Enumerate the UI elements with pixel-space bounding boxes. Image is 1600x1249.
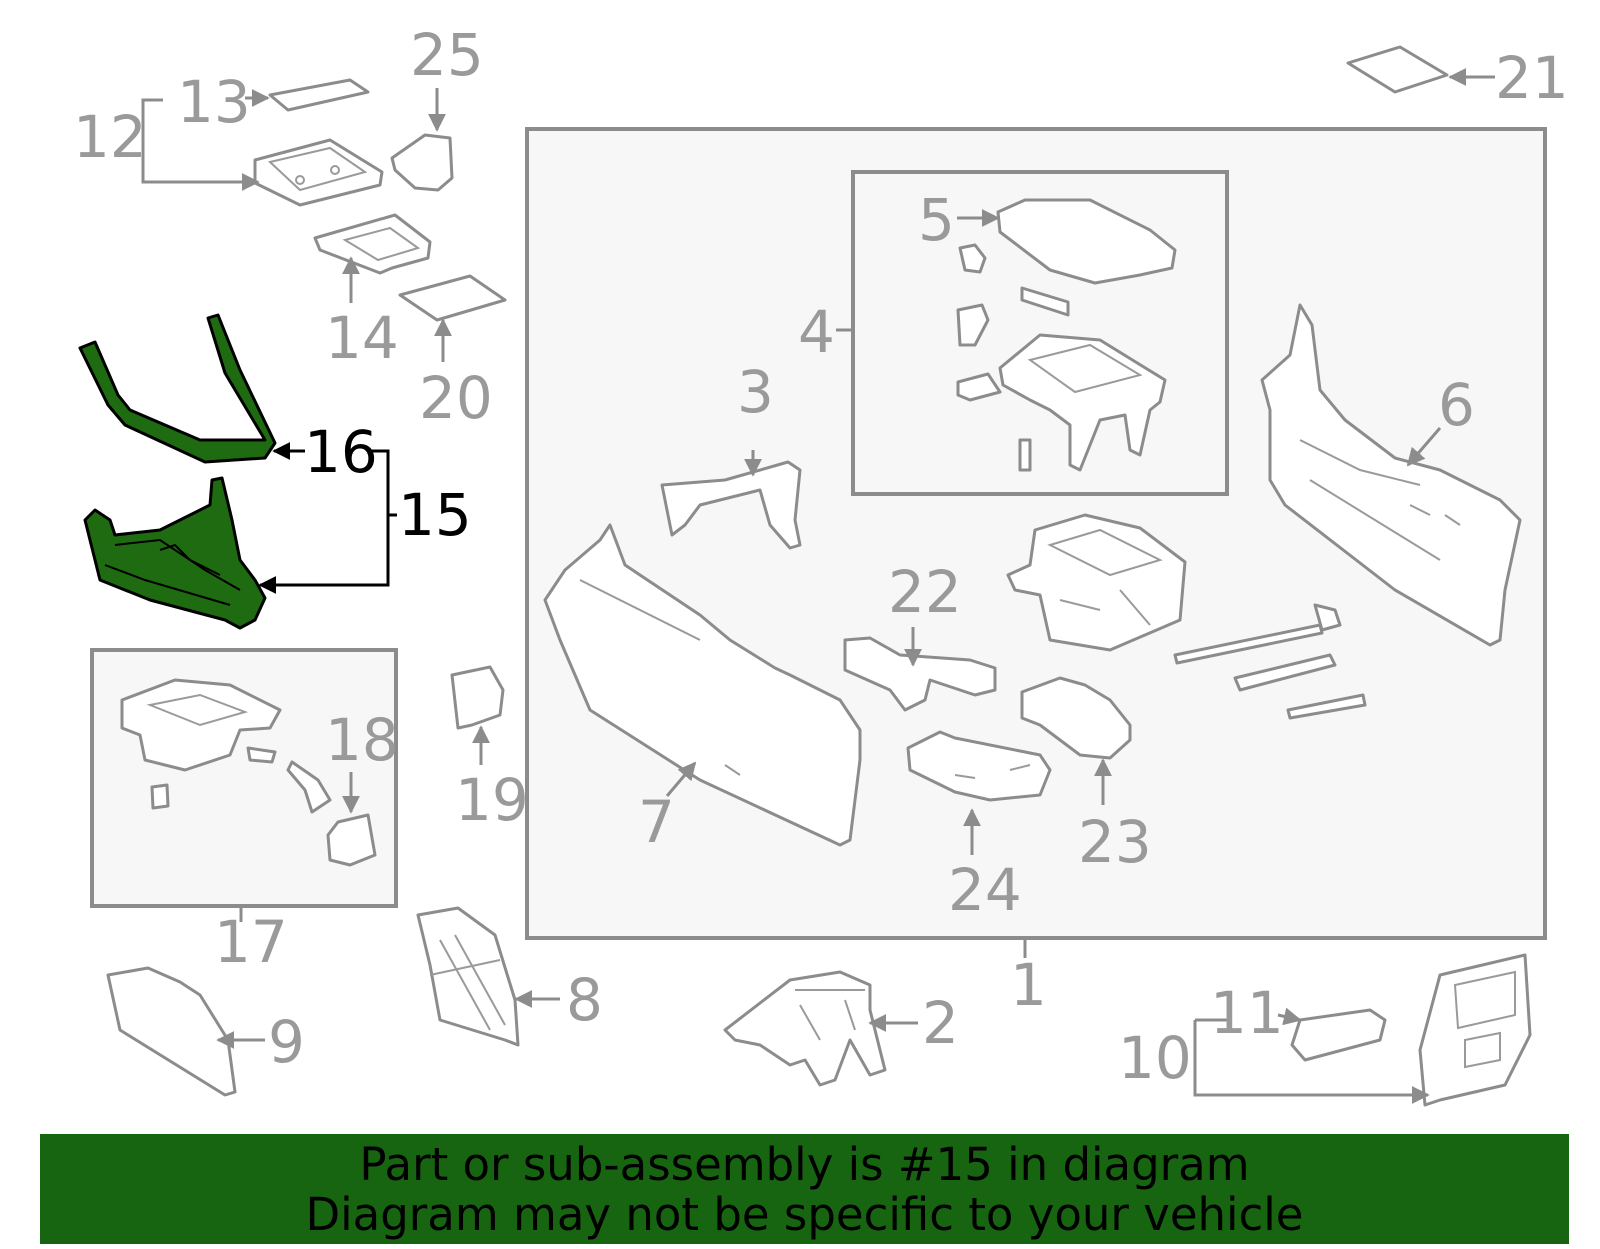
- callout-11: 11: [1210, 979, 1284, 1047]
- callout-8: 8: [566, 966, 603, 1034]
- callout-19: 19: [455, 766, 529, 834]
- callout-6: 6: [1438, 371, 1475, 439]
- info-banner: Part or sub-assembly is #15 in diagram D…: [40, 1134, 1569, 1244]
- callout-1: 1: [1010, 951, 1047, 1019]
- part-rod-1: [1173, 623, 1324, 665]
- callout-14: 14: [325, 304, 399, 372]
- callout-25: 25: [410, 21, 484, 89]
- callout-13: 13: [177, 68, 251, 136]
- part-rod-2: [1286, 693, 1367, 720]
- callout-23: 23: [1078, 808, 1152, 876]
- banner-line-1: Part or sub-assembly is #15 in diagram: [359, 1138, 1250, 1191]
- part-10-panel: [1418, 953, 1532, 1107]
- part-16-highlighted: [78, 313, 277, 464]
- callout-24: 24: [948, 856, 1022, 924]
- part-6-panel: [1260, 303, 1522, 647]
- part-clip-1: [1313, 603, 1342, 632]
- part-central-housing: [1006, 513, 1187, 652]
- part-9-panel: [106, 966, 237, 1097]
- part-24-bracket: [906, 730, 1052, 802]
- part-20-mat: [398, 274, 507, 322]
- callout-9: 9: [268, 1008, 305, 1076]
- part-13-lid: [268, 78, 370, 112]
- callout-15: 15: [398, 481, 472, 549]
- part-2-bracket: [723, 970, 887, 1087]
- callout-5: 5: [918, 186, 955, 254]
- part-17-assembly: [120, 678, 332, 814]
- part-23-bracket: [1020, 676, 1132, 760]
- part-14-holder: [313, 213, 432, 275]
- part-11-vent: [1290, 1008, 1387, 1062]
- part-15-highlighted: [83, 476, 267, 630]
- callout-18: 18: [325, 706, 399, 774]
- part-8-duct: [416, 906, 520, 1047]
- part-clip-2: [1233, 653, 1337, 692]
- part-19-bracket: [450, 665, 505, 730]
- part-4-assembly: [956, 243, 1167, 472]
- leader-lines: [141, 68, 1495, 1104]
- callout-22: 22: [888, 558, 962, 626]
- callout-16: 16: [304, 418, 378, 486]
- callout-17: 17: [214, 908, 288, 976]
- callout-10: 10: [1118, 1024, 1192, 1092]
- callout-2: 2: [922, 989, 959, 1057]
- part-12-tray: [253, 138, 384, 207]
- part-22-bracket: [843, 636, 997, 712]
- callout-4: 4: [798, 298, 835, 366]
- part-18-bracket: [326, 813, 377, 867]
- part-3-bracket: [660, 460, 802, 550]
- callout-7: 7: [638, 788, 675, 856]
- callout-3: 3: [737, 358, 774, 426]
- part-5-lid: [996, 198, 1177, 285]
- callout-12: 12: [73, 103, 147, 171]
- callout-21: 21: [1495, 44, 1569, 112]
- callout-20: 20: [419, 364, 493, 432]
- part-25-clip: [390, 133, 454, 192]
- callout-labels: 1 2 3 4 5 6 7 8 9 10 11 12 13 14 15 16 1…: [73, 21, 1569, 1092]
- part-21-mat: [1346, 45, 1449, 94]
- banner-line-2: Diagram may not be specific to your vehi…: [305, 1188, 1304, 1241]
